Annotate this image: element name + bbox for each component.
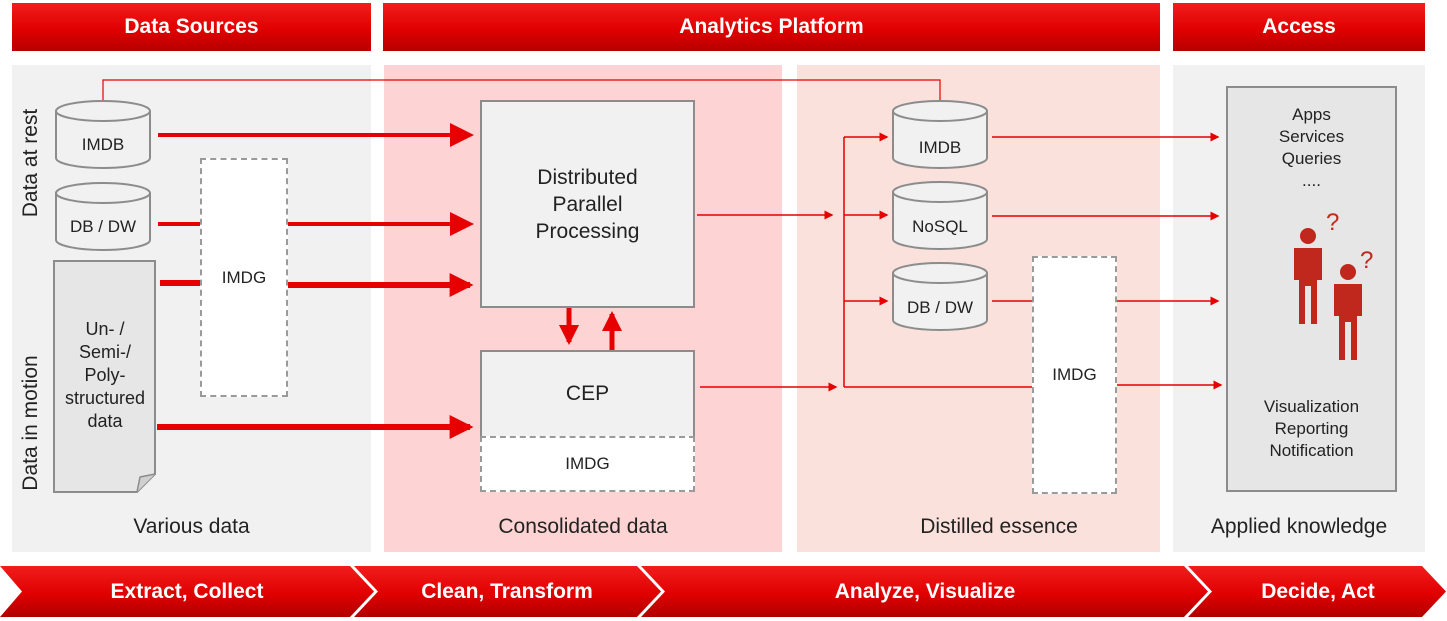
source-imdg-label: IMDG [221,267,267,287]
header-analytics-platform: Analytics Platform [383,3,1160,51]
cylinder-icon [892,262,988,331]
access-top-list: Apps Services Queries .... [1228,104,1395,192]
caption-distilled: Distilled essence [920,515,1078,538]
cep-label: CEP [565,382,610,405]
process-chevrons [0,566,1446,617]
feedback-line [102,79,941,103]
unstructured-line-3: Poly- [84,365,126,385]
caption-consolidated: Consolidated data [498,515,668,538]
cep-imdg-label: IMDG [565,454,610,473]
unstructured-line-5: data [87,411,123,431]
dpp-line-3: Processing [535,220,640,243]
chevron-decide [1188,566,1446,617]
access-item-more: .... [1302,171,1321,190]
svg-text:?: ? [1360,247,1373,274]
unstructured-label: Un- / Semi-/ Poly- structured data [53,318,157,433]
dpp-line-1: Distributed [537,166,638,189]
cylinder-icon [55,100,151,169]
document-icon [53,260,156,493]
cylinder-icon [892,100,988,169]
source-imdb-label: IMDB [81,135,125,154]
access-item-queries: Queries [1281,149,1342,168]
access-item-reporting: Reporting [1274,419,1349,438]
svg-text:?: ? [1326,209,1339,236]
access-item-notification: Notification [1269,441,1354,460]
header-access: Access [1173,3,1425,51]
platform-imdb-label: IMDB [918,138,962,157]
unstructured-data-document: Un- / Semi-/ Poly- structured data [53,260,157,494]
unstructured-line-1: Un- / [85,319,125,339]
cylinder-icon [892,181,988,250]
step-extract: Extract, Collect [110,579,264,603]
source-dbdw-label: DB / DW [69,217,137,236]
users-question-icon: ? ? [1294,209,1373,360]
platform-imdb-cylinder: IMDB [892,100,988,170]
access-item-services: Services [1278,127,1345,146]
source-imdg-box: IMDG [200,158,288,397]
step-analyze: Analyze, Visualize [834,579,1016,603]
source-imdb-cylinder: IMDB [55,100,151,170]
access-item-visualization: Visualization [1263,397,1360,416]
access-item-apps: Apps [1292,105,1331,124]
platform-imdg-label: IMDG [1052,365,1097,384]
dpp-line-2: Parallel [552,193,623,216]
platform-dbdw-cylinder: DB / DW [892,262,988,332]
platform-nosql-cylinder: NoSQL [892,181,988,251]
cep-box: CEP [480,350,695,438]
platform-imdg-box: IMDG [1032,256,1117,494]
caption-applied: Applied knowledge [1210,515,1388,538]
caption-various: Various data [133,515,250,538]
unstructured-line-2: Semi-/ [78,342,131,362]
source-dbdw-cylinder: DB / DW [55,182,151,252]
chevron-analyze [641,566,1208,617]
access-bottom-list: Visualization Reporting Notification [1228,396,1395,462]
platform-dbdw-label: DB / DW [906,298,974,317]
dpp-box: Distributed Parallel Processing [480,100,695,308]
cylinder-icon [55,182,151,251]
platform-nosql-label: NoSQL [912,217,968,236]
cep-imdg-box: IMDG [480,436,695,492]
dpp-label: Distributed Parallel Processing [482,164,693,245]
chevron-extract [0,566,374,617]
header-data-sources: Data Sources [12,3,371,51]
step-clean: Clean, Transform [421,579,593,603]
step-decide: Decide, Act [1261,579,1375,603]
chevron-clean [354,566,661,617]
unstructured-line-4: structured [64,388,146,408]
access-box: Apps Services Queries .... ? ? Visualiza… [1226,86,1397,492]
